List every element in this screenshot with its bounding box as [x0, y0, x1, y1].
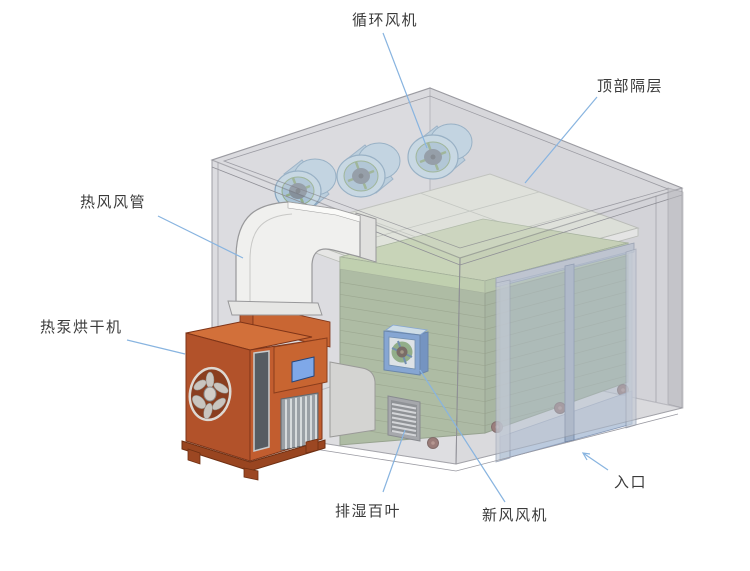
leader-fresh-air-fan	[419, 369, 506, 503]
annotation-labels: 循环风机 顶部隔层 热风风管 热泵烘干机 排湿百叶 新风风机 入口	[40, 11, 663, 524]
door-middle-stile	[564, 263, 575, 443]
control-panel-screen	[291, 356, 315, 383]
leader-lines	[126, 32, 609, 503]
label-exhaust-louver: 排湿百叶	[335, 502, 401, 520]
side-equipment-box	[329, 361, 376, 438]
room-roof	[210, 87, 684, 259]
room-right-pillar	[667, 187, 684, 409]
label-fresh-air-fan: 新风风机	[482, 506, 548, 524]
label-hot-air-duct: 热风风管	[80, 193, 146, 211]
exhaust-louver-grille	[387, 395, 421, 442]
heat-pump-base	[181, 438, 326, 481]
hot-air-duct	[227, 201, 377, 316]
leader-hot-air-duct	[157, 215, 244, 259]
leader-top-partition	[524, 96, 598, 184]
duct-flange	[227, 300, 323, 316]
vent-strip	[253, 350, 270, 452]
entrance-arrow	[581, 452, 609, 471]
fresh-air-fan-box	[383, 324, 429, 376]
label-entrance: 入口	[614, 473, 647, 491]
label-top-partition: 顶部隔层	[597, 77, 663, 95]
leader-exhaust-louver	[382, 429, 406, 493]
control-panel	[273, 337, 328, 394]
label-heat-pump-dryer: 热泵烘干机	[40, 318, 123, 336]
heat-pump-unit	[181, 321, 328, 481]
door-left-frame	[495, 279, 511, 463]
heat-pump-fan	[188, 366, 232, 422]
label-circulation-fan: 循环风机	[352, 11, 418, 29]
leader-heat-pump	[126, 339, 186, 355]
leader-circulation-fan	[382, 32, 428, 149]
